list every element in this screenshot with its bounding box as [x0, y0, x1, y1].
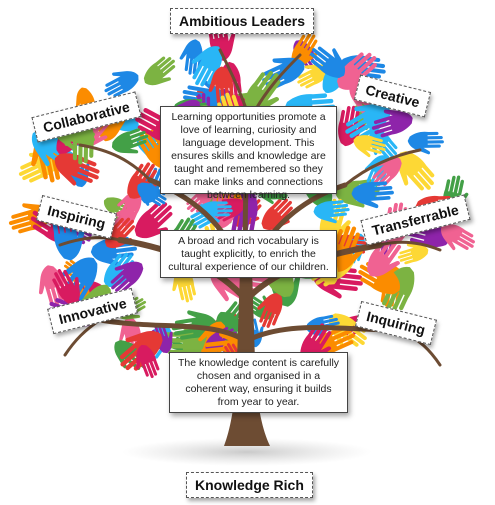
- branch: [343, 148, 422, 187]
- learning-opportunities-box: Learning opportunities promote a love of…: [160, 106, 337, 201]
- branch: [378, 240, 442, 252]
- knowledge-content-box: The knowledge content is carefully chose…: [169, 352, 348, 413]
- label-knowledge-rich: Knowledge Rich: [186, 472, 313, 498]
- branch: [97, 317, 247, 343]
- ground-shadow: [122, 438, 372, 466]
- vocabulary-box: A broad and rich vocabulary is taught ex…: [160, 230, 337, 278]
- label-ambitious-leaders: Ambitious Leaders: [170, 8, 315, 34]
- branch: [78, 143, 152, 182]
- hand-leaf: [139, 52, 183, 94]
- branch: [58, 236, 122, 247]
